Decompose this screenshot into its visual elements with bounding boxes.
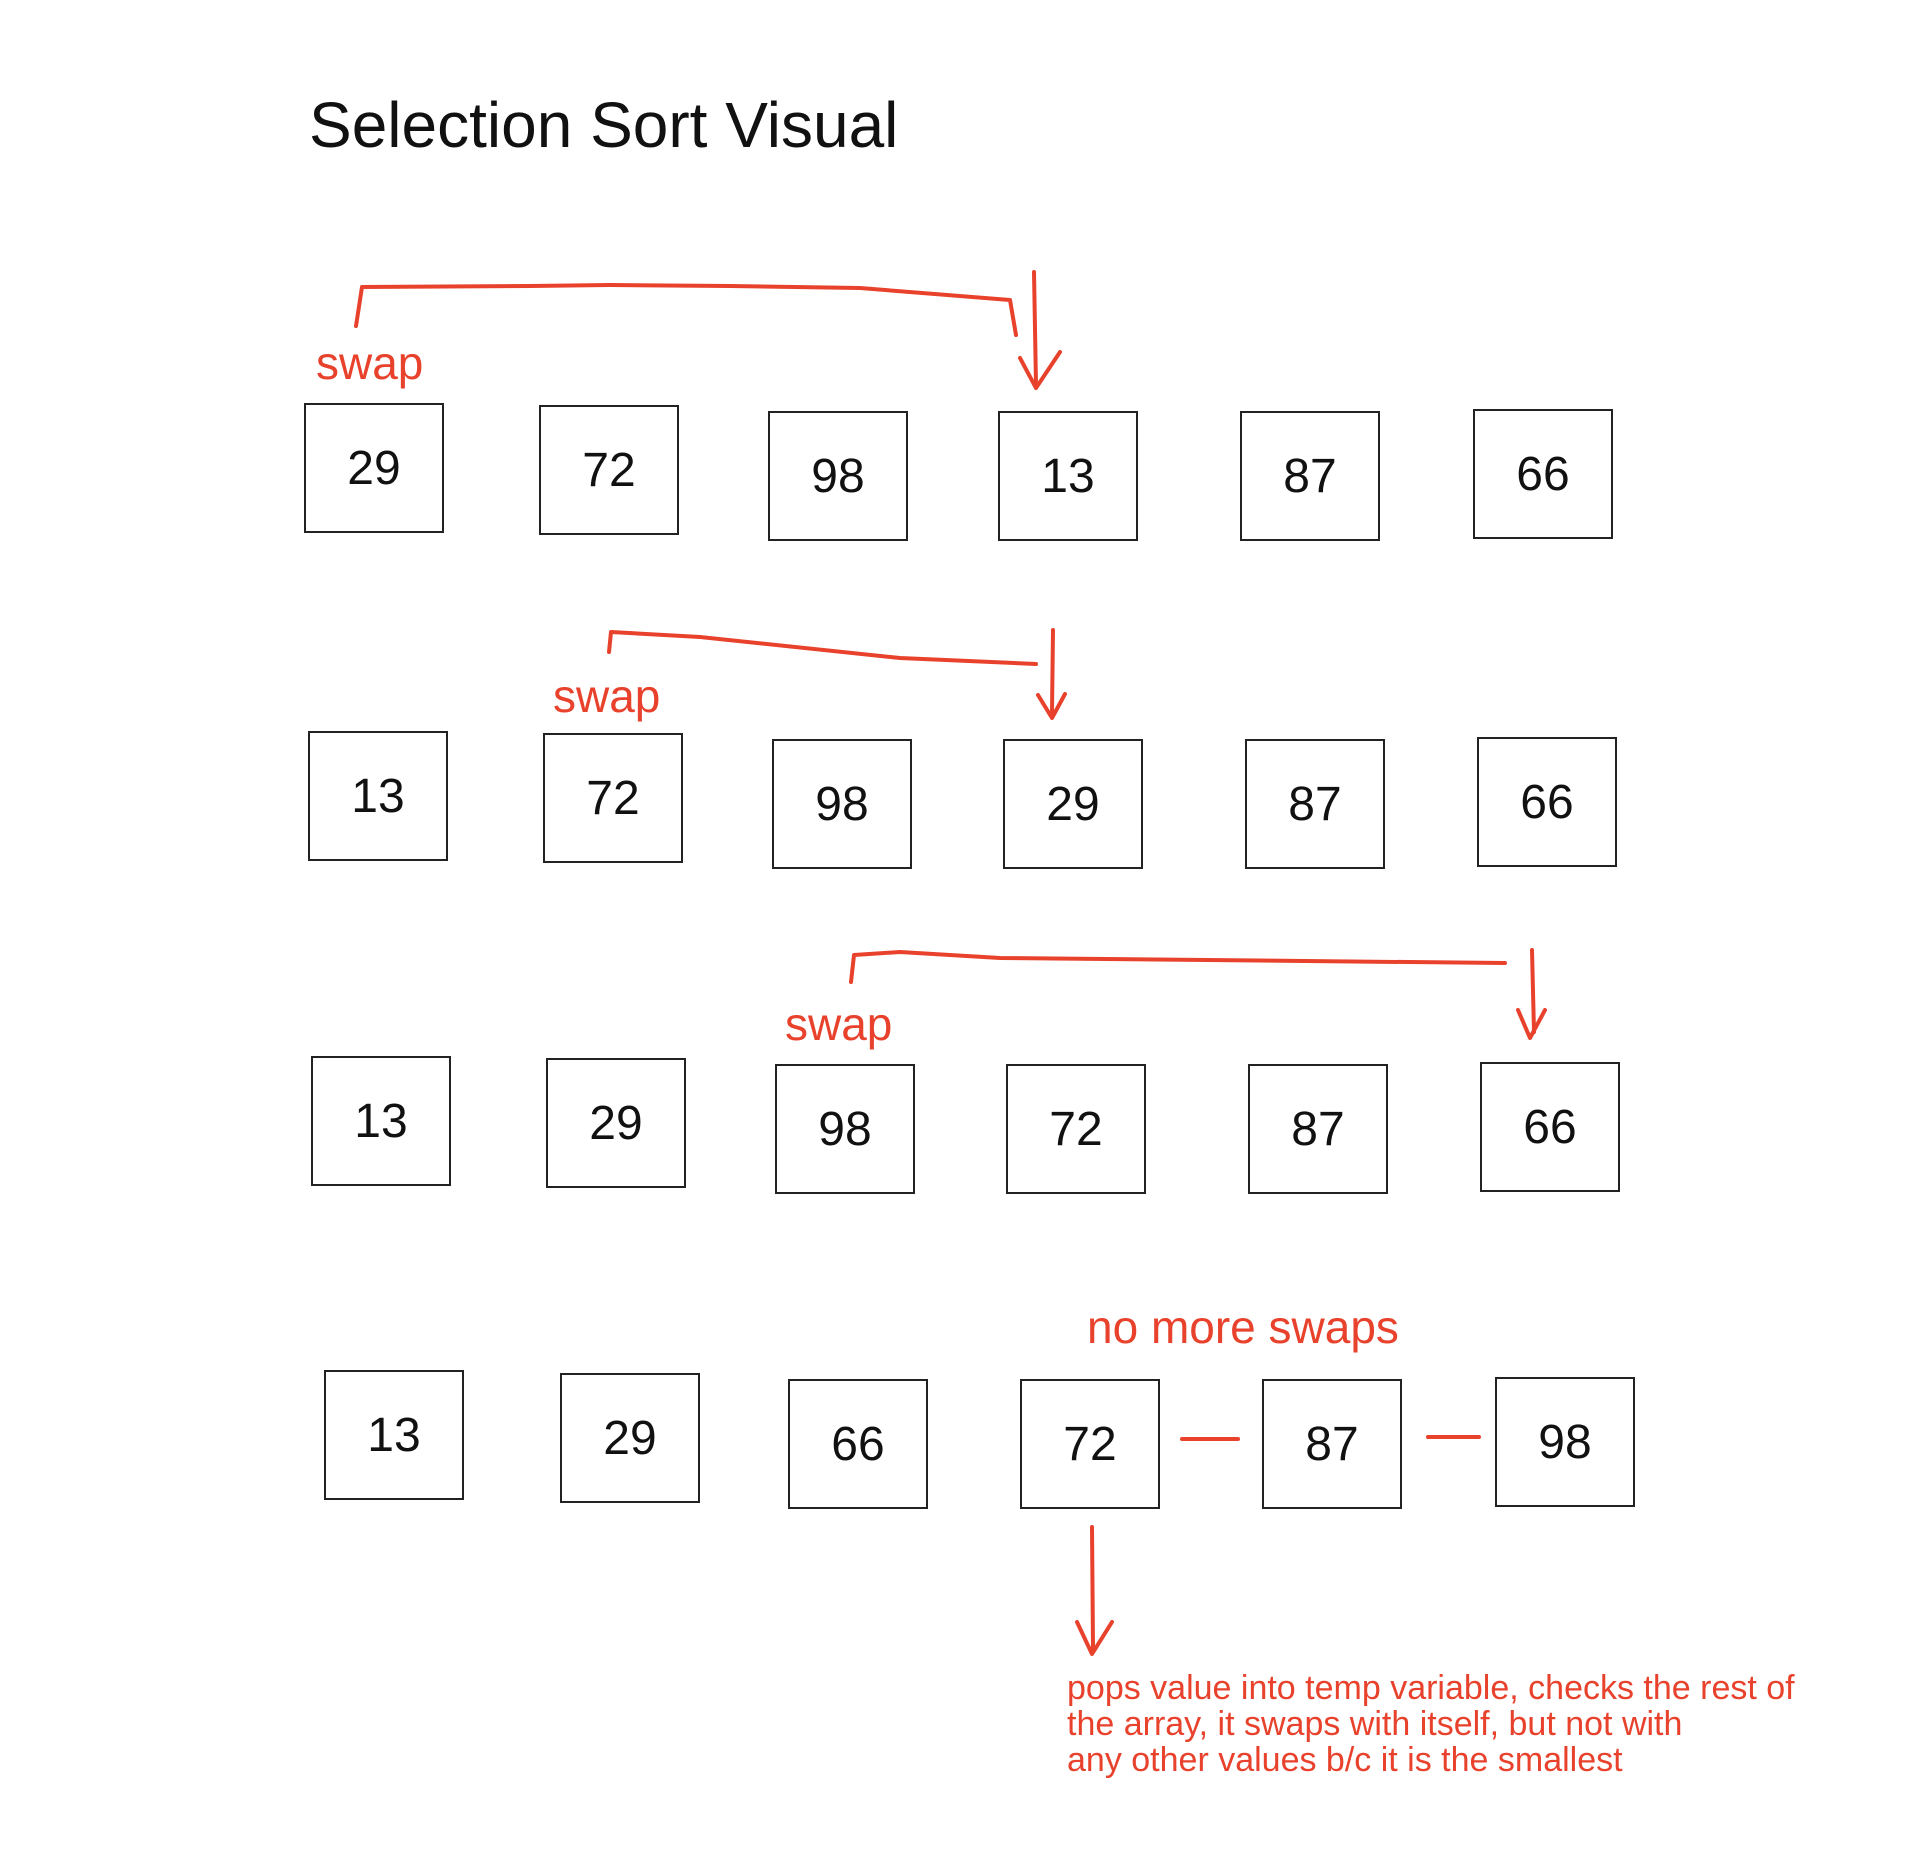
array-cell-r3-c5: 87 [1248, 1064, 1388, 1194]
arrowhead-row-4 [1075, 1620, 1114, 1656]
array-cell-r2-c5: 87 [1245, 739, 1385, 869]
array-cell-r3-c1: 13 [311, 1056, 451, 1186]
note-line: pops value into temp variable, checks th… [1067, 1669, 1795, 1707]
down-arrow-row-4 [1090, 1525, 1095, 1650]
arrowhead-row-1 [1018, 350, 1062, 390]
note-line: any other values b/c it is the smallest [1067, 1741, 1623, 1779]
array-cell-r3-c3: 98 [775, 1064, 915, 1194]
page-title: Selection Sort Visual [309, 89, 899, 161]
array-cell-r1-c6: 66 [1473, 409, 1613, 539]
array-cell-r4-c5: 87 [1262, 1379, 1402, 1509]
swap-bracket-row-2 [607, 630, 1038, 666]
arrowhead-row-2 [1036, 692, 1067, 720]
array-cell-r4-c2: 29 [560, 1373, 700, 1503]
array-cell-r3-c2: 29 [546, 1058, 686, 1188]
array-cell-r1-c3: 98 [768, 411, 908, 541]
swap-bracket-row-1 [354, 283, 1018, 337]
array-cell-r1-c4: 13 [998, 411, 1138, 541]
swap-label-row-1: swap [316, 337, 424, 389]
swap-bracket-row-3 [849, 950, 1507, 984]
note-line: the array, it swaps with itself, but not… [1067, 1705, 1683, 1743]
array-cell-r4-c1: 13 [324, 1370, 464, 1500]
explanation-note: pops value into temp variable, checks th… [1067, 1670, 1795, 1778]
swap-label-row-2: swap [553, 670, 661, 722]
array-cell-r3-c4: 72 [1006, 1064, 1146, 1194]
array-cell-r4-c3: 66 [788, 1379, 928, 1509]
array-cell-r2-c2: 72 [543, 733, 683, 863]
swap-label-row-3: swap [785, 998, 893, 1050]
arrowhead-row-3 [1516, 1008, 1547, 1040]
array-cell-r2-c1: 13 [308, 731, 448, 861]
down-arrow-row-1 [1032, 270, 1038, 387]
array-cell-r2-c3: 98 [772, 739, 912, 869]
array-cell-r4-c6: 98 [1495, 1377, 1635, 1507]
array-cell-r3-c6: 66 [1480, 1062, 1620, 1192]
array-cell-r2-c4: 29 [1003, 739, 1143, 869]
array-cell-r1-c1: 29 [304, 403, 444, 533]
array-cell-r2-c6: 66 [1477, 737, 1617, 867]
array-cell-r1-c2: 72 [539, 405, 679, 535]
down-arrow-row-3 [1530, 948, 1536, 1034]
array-cell-r4-c4: 72 [1020, 1379, 1160, 1509]
no-more-swaps-label: no more swaps [1087, 1301, 1399, 1353]
array-cell-r1-c5: 87 [1240, 411, 1380, 541]
down-arrow-row-2 [1050, 628, 1055, 714]
